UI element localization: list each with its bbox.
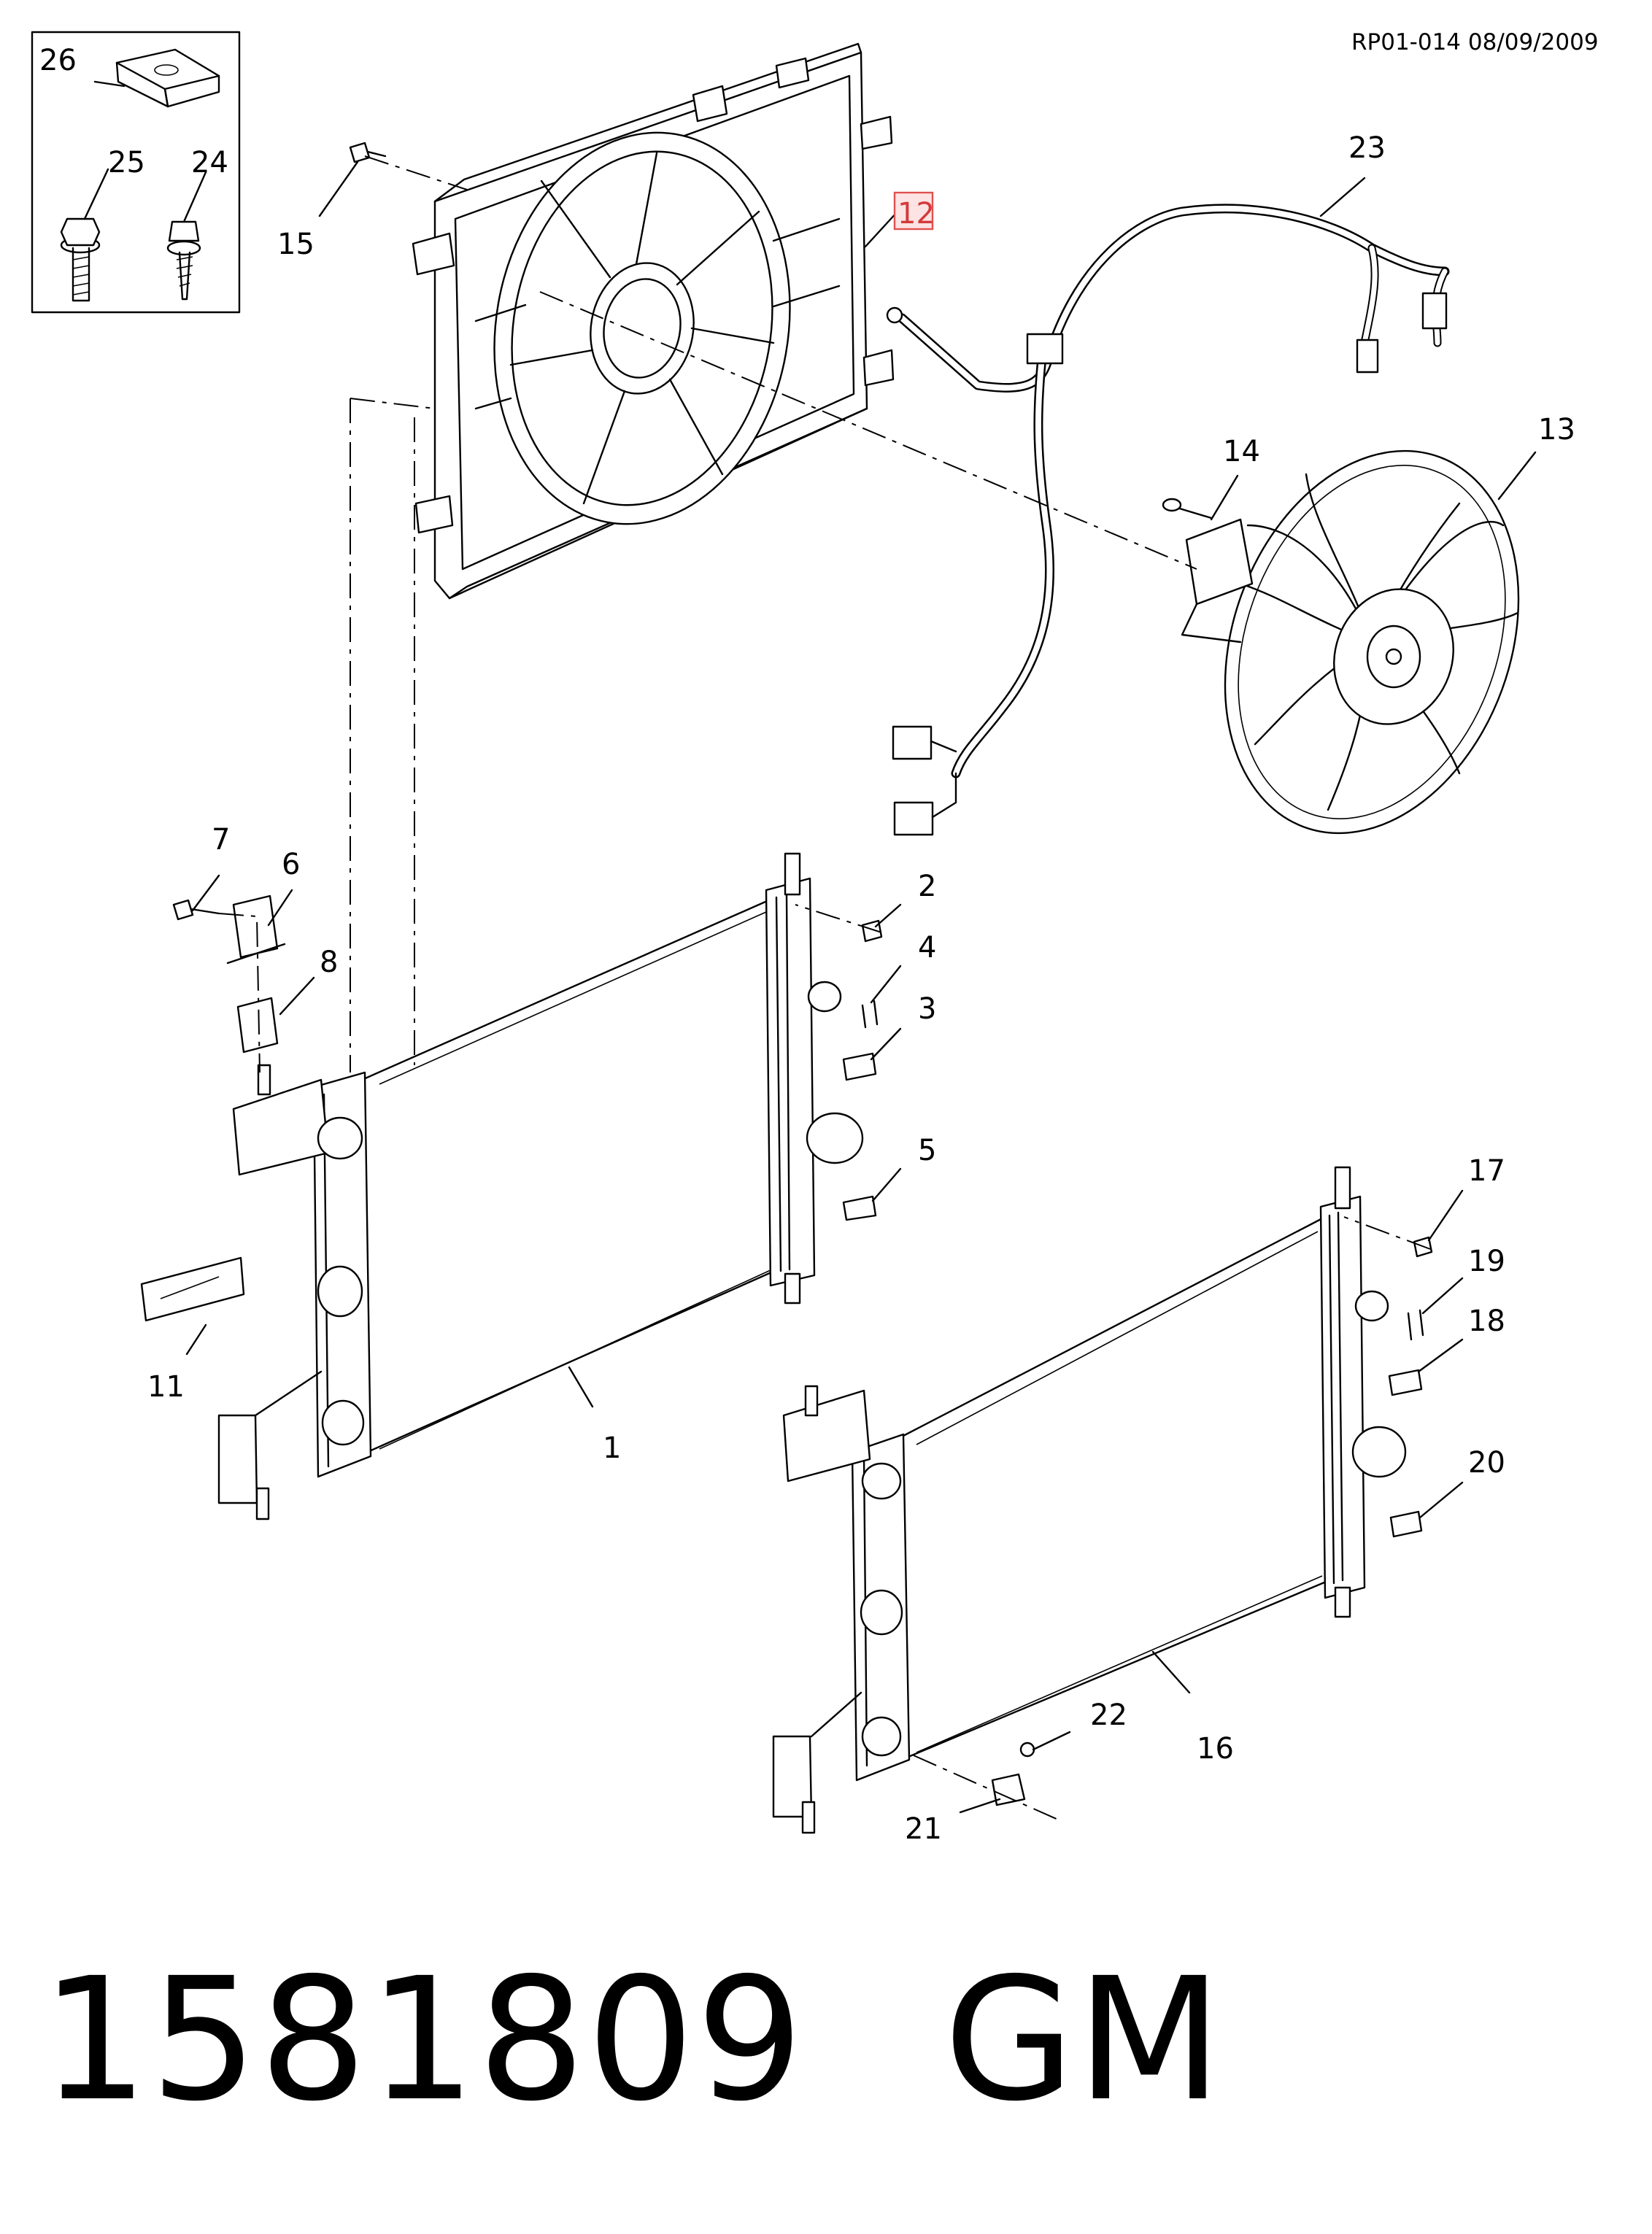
callout-12-highlight — [893, 191, 934, 231]
callout-7: 7 — [212, 823, 230, 857]
fan-shroud — [412, 42, 895, 600]
part-number: 1581809 — [41, 1941, 806, 2138]
fastener-inset — [31, 31, 241, 314]
callout-4: 4 — [918, 931, 936, 965]
callout-19: 19 — [1468, 1245, 1505, 1278]
callout-2: 2 — [918, 870, 936, 903]
callout-12: 12 — [898, 197, 935, 231]
callout-11: 11 — [147, 1370, 185, 1404]
callout-22: 22 — [1090, 1698, 1127, 1732]
callout-24: 24 — [191, 146, 228, 179]
callout-14: 14 — [1223, 435, 1260, 468]
callout-3: 3 — [918, 992, 936, 1026]
callout-25: 25 — [108, 146, 145, 179]
callout-13: 13 — [1538, 413, 1575, 447]
callout-20: 20 — [1468, 1446, 1505, 1480]
callout-26: 26 — [39, 44, 77, 77]
callout-21: 21 — [905, 1812, 942, 1846]
cooling-fan — [1162, 449, 1520, 835]
callout-17: 17 — [1468, 1154, 1505, 1188]
callout-23: 23 — [1348, 131, 1386, 165]
assembly-lines — [218, 155, 1431, 1820]
callout-15: 15 — [277, 228, 314, 261]
callout-18: 18 — [1468, 1305, 1505, 1338]
radiator-alternate — [772, 1166, 1407, 1834]
callout-1: 1 — [603, 1431, 621, 1465]
radiator-main — [217, 852, 864, 1520]
callout-8: 8 — [320, 946, 338, 979]
callout-6: 6 — [282, 848, 300, 881]
brand-name: GM — [943, 1941, 1224, 2138]
wiring-harness — [886, 204, 1450, 836]
leader-lines — [185, 161, 1537, 1814]
callout-16: 16 — [1197, 1732, 1234, 1766]
diagram-reference: RP01-014 08/09/2009 — [1351, 29, 1599, 55]
callout-5: 5 — [918, 1134, 936, 1167]
callout-numbers: 26 25 24 15 12 23 13 14 7 6 8 11 1 2 4 3… — [39, 44, 1575, 1846]
small-fasteners — [140, 142, 1433, 1806]
